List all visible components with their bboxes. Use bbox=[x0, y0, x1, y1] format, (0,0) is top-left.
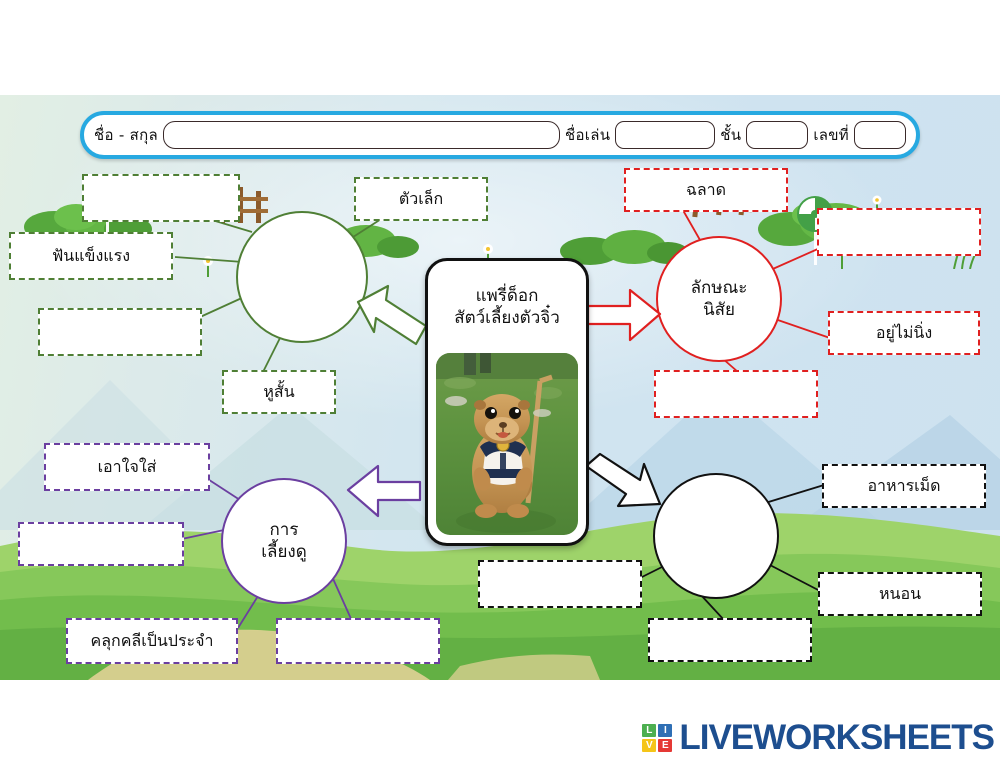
center-card-title: แพรี่ด็อก สัตว์เลี้ยงตัวจิ๋ว bbox=[428, 261, 586, 353]
center-topic-card: แพรี่ด็อก สัตว์เลี้ยงตัวจิ๋ว bbox=[425, 258, 589, 546]
nickname-label: ชื่อเล่น bbox=[565, 126, 611, 144]
fullname-label: ชื่อ - สกุล bbox=[94, 126, 158, 144]
arrow-purple-icon bbox=[346, 462, 422, 520]
center-card-title-line2: สัตว์เลี้ยงตัวจิ๋ว bbox=[454, 308, 560, 328]
hub-purple-label-2: เลี้ยงดู bbox=[261, 542, 307, 562]
number-label: เลขที่ bbox=[813, 126, 849, 144]
answer-box-purple-4[interactable] bbox=[276, 618, 440, 664]
answer-box-red-1[interactable]: ฉลาด bbox=[624, 168, 788, 212]
hub-circle-green[interactable] bbox=[236, 211, 368, 343]
answer-box-green-1[interactable] bbox=[82, 174, 240, 222]
hub-circle-purple[interactable]: การ เลี้ยงดู bbox=[221, 478, 347, 604]
answer-box-green-3-text: ฟันแข็งแรง bbox=[51, 246, 131, 265]
answer-box-black-1[interactable]: อาหารเม็ด bbox=[822, 464, 986, 508]
hub-circle-black[interactable] bbox=[653, 473, 779, 599]
liveworksheets-logo[interactable]: L I V E LIVEWORKSHEETS bbox=[642, 718, 995, 758]
hub-red-label-2: นิสัย bbox=[703, 300, 735, 320]
answer-box-green-2[interactable]: ตัวเล็ก bbox=[354, 177, 488, 221]
hub-circle-red[interactable]: ลักษณะ นิสัย bbox=[656, 236, 782, 362]
page-margin-top bbox=[0, 0, 1000, 95]
answer-box-purple-1-text: เอาใจใส่ bbox=[97, 457, 157, 476]
fullname-input[interactable] bbox=[162, 121, 561, 149]
hub-red-label-1: ลักษณะ bbox=[690, 277, 748, 298]
page-footer: L I V E LIVEWORKSHEETS bbox=[0, 680, 1000, 772]
prairie-dog-photo bbox=[436, 353, 578, 535]
answer-box-black-2[interactable]: หนอน bbox=[818, 572, 982, 616]
flower-2 bbox=[200, 255, 216, 277]
arrow-red-icon bbox=[586, 286, 662, 344]
answer-box-red-4[interactable] bbox=[654, 370, 818, 418]
answer-box-purple-2[interactable] bbox=[18, 522, 184, 566]
hub-purple-label-1: การ bbox=[269, 519, 299, 540]
answer-box-green-5[interactable]: หูสั้น bbox=[222, 370, 336, 414]
answer-box-red-3[interactable]: อยู่ไม่นิ่ง bbox=[828, 311, 980, 355]
arrow-green-icon bbox=[352, 284, 430, 352]
class-label: ชั้น bbox=[720, 126, 742, 144]
bush-center bbox=[560, 219, 690, 265]
answer-box-purple-3-text: คลุกคลีเป็นประจำ bbox=[90, 631, 214, 650]
answer-box-red-2[interactable] bbox=[817, 208, 981, 256]
answer-box-green-3[interactable]: ฟันแข็งแรง bbox=[9, 232, 173, 280]
answer-box-red-1-text: ฉลาด bbox=[685, 180, 727, 199]
logo-tile-l: L bbox=[642, 724, 657, 737]
class-input[interactable] bbox=[746, 121, 809, 149]
answer-box-green-5-text: หูสั้น bbox=[263, 382, 295, 401]
answer-box-black-2-text: หนอน bbox=[878, 584, 922, 603]
answer-box-black-4[interactable] bbox=[648, 618, 812, 662]
number-input[interactable] bbox=[854, 121, 906, 149]
logo-tile-i: I bbox=[658, 724, 673, 737]
logo-wordmark: LIVEWORKSHEETS bbox=[679, 718, 995, 757]
answer-box-green-2-text: ตัวเล็ก bbox=[398, 189, 444, 208]
answer-box-purple-3[interactable]: คลุกคลีเป็นประจำ bbox=[66, 618, 238, 664]
arrow-black-icon bbox=[582, 452, 664, 526]
answer-box-black-1-text: อาหารเม็ด bbox=[867, 476, 941, 495]
answer-box-purple-1[interactable]: เอาใจใส่ bbox=[44, 443, 210, 491]
logo-tile-e: E bbox=[658, 739, 673, 752]
student-info-bar: ชื่อ - สกุล ชื่อเล่น ชั้น เลขที่ bbox=[80, 111, 920, 159]
nickname-input[interactable] bbox=[615, 121, 716, 149]
answer-box-black-3[interactable] bbox=[478, 560, 642, 608]
answer-box-red-3-text: อยู่ไม่นิ่ง bbox=[875, 323, 933, 342]
logo-tiles-icon: L I V E bbox=[642, 724, 673, 752]
logo-tile-v: V bbox=[642, 739, 657, 752]
answer-box-green-4[interactable] bbox=[38, 308, 202, 356]
center-card-title-line1: แพรี่ด็อก bbox=[475, 285, 539, 306]
